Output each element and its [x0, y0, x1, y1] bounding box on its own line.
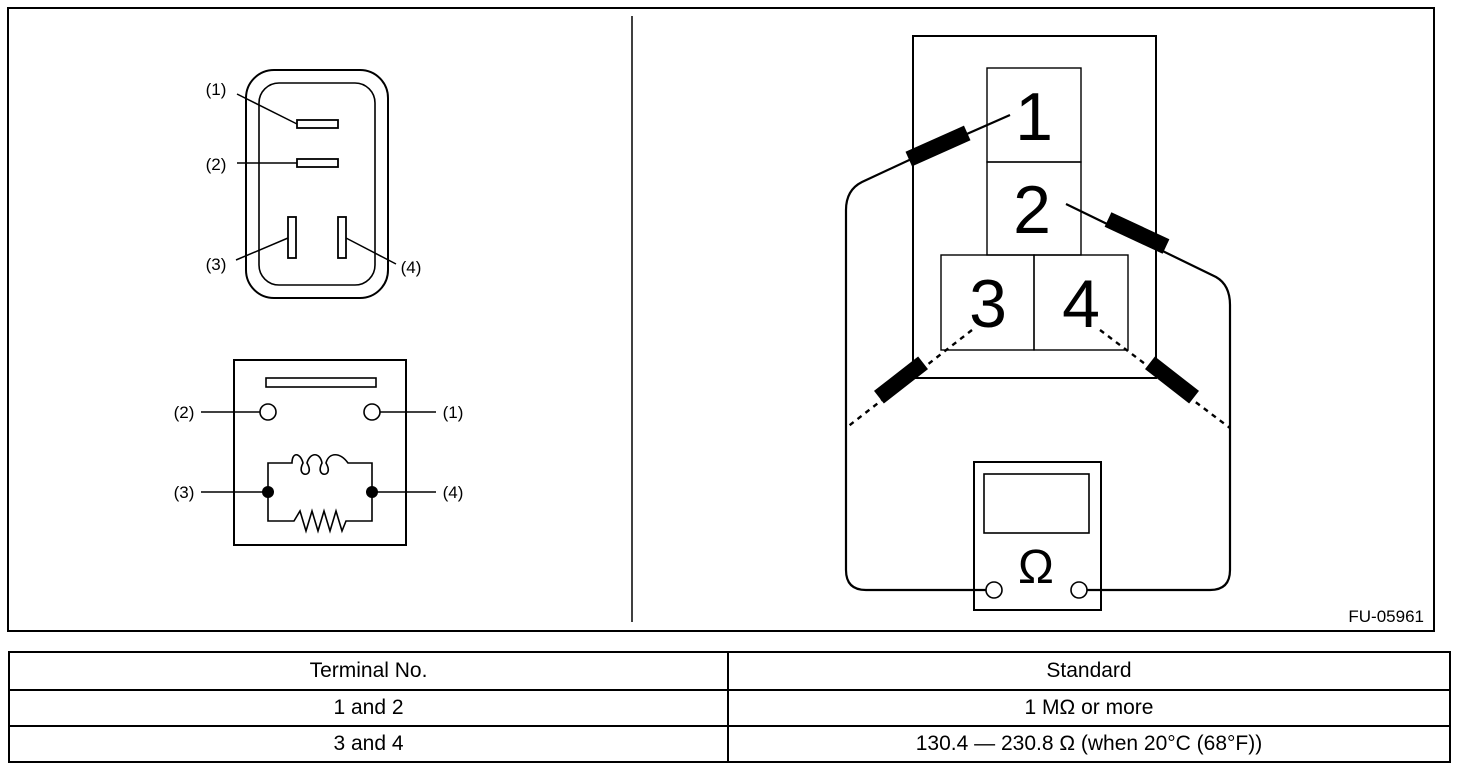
relay-label-4: (4): [443, 483, 464, 502]
cell-standard: 1 MΩ or more: [727, 689, 1451, 727]
cell-standard: 130.4 — 230.8 Ω (when 20°C (68°F)): [727, 725, 1451, 763]
connector-label-4: (4): [401, 258, 422, 277]
ohmmeter-jack-right: [1070, 581, 1088, 599]
relay-label-1: (1): [443, 403, 464, 422]
junction-dot-3: [262, 486, 274, 498]
relay-terminal-1: [363, 403, 381, 421]
junction-dot-4: [366, 486, 378, 498]
leader-line-3: [235, 237, 289, 261]
connector-housing-inner: [258, 82, 376, 286]
leader-line-4: [345, 237, 397, 265]
resistor-symbol: [267, 492, 373, 534]
left-test-lead-solid: [844, 113, 1011, 592]
probe-left-lower: [874, 356, 928, 404]
ohmmeter-jack-left: [985, 581, 1003, 599]
connector-label-1: (1): [206, 80, 227, 99]
probe-right-upper: [1104, 212, 1170, 254]
table-row: 1 and 2 1 MΩ or more: [8, 689, 1451, 727]
relay-terminal-2: [259, 403, 277, 421]
table-row: 3 and 4 130.4 — 230.8 Ω (when 20°C (68°F…: [8, 725, 1451, 763]
relay-contact-bar: [265, 377, 377, 388]
header-terminal-no: Terminal No.: [8, 651, 729, 691]
right-test-lead-solid: [1065, 203, 1232, 592]
relay-label-2: (2): [174, 403, 195, 422]
leader-line-1: [236, 93, 298, 125]
figure-code: FU-05961: [1348, 607, 1424, 626]
measurement-view: [844, 35, 1232, 611]
probe-right-lower: [1145, 356, 1199, 404]
header-standard: Standard: [727, 651, 1451, 691]
ohm-symbol-icon: Ω: [1018, 541, 1054, 594]
terminal-number-1: 1: [1015, 79, 1053, 155]
connector-face-view: [235, 69, 397, 299]
terminal-number-3: 3: [969, 266, 1007, 342]
connector-pin-2: [296, 158, 339, 168]
cell-terminal: 3 and 4: [8, 725, 729, 763]
relay-inspection-figure: (1) (2) (3) (4) (2) (1) (3) (4): [7, 7, 1435, 632]
relay-label-3: (3): [174, 483, 195, 502]
connector-label-3: (3): [206, 255, 227, 274]
connector-pin-3: [287, 216, 297, 259]
probe-left-upper: [905, 125, 971, 167]
connector-housing-outer: [245, 69, 389, 299]
terminal-number-4: 4: [1062, 266, 1100, 342]
ohmmeter-body: [973, 461, 1102, 611]
terminal-block-4: [1033, 254, 1129, 351]
ohmmeter-display: [983, 473, 1090, 534]
terminal-number-2: 2: [1013, 172, 1051, 248]
connector-label-2: (2): [206, 155, 227, 174]
cell-terminal: 1 and 2: [8, 689, 729, 727]
coil-symbol: [267, 453, 373, 492]
left-test-lead-dashed: [845, 329, 973, 429]
resistance-spec-table: Terminal No. Standard 1 and 2 1 MΩ or mo…: [8, 651, 1451, 763]
table-header-row: Terminal No. Standard: [8, 651, 1451, 691]
connector-pin-4: [337, 216, 347, 259]
relay-circuit-view: [201, 359, 436, 546]
connector-pin-1: [296, 119, 339, 129]
relay-body: [233, 359, 407, 546]
figure-frame: [7, 7, 1435, 632]
